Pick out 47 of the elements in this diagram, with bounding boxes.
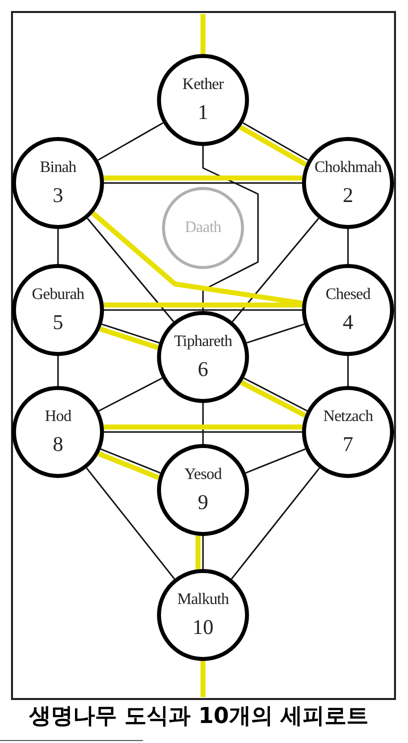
- connector-line: [57, 229, 59, 264]
- connector-line: [202, 536, 204, 569]
- sephirah-number: 1: [198, 98, 208, 126]
- sephirah-name: Geburah: [32, 284, 84, 305]
- lightning-path-line: [200, 661, 206, 697]
- connector-line: [98, 122, 164, 161]
- sephirah-name: Chesed: [326, 284, 370, 305]
- sephirah-name: Tiphareth: [174, 332, 232, 352]
- connector-line: [104, 182, 302, 184]
- connector-line: [57, 356, 59, 386]
- connector-line: [86, 218, 174, 322]
- lightning-path-line: [238, 124, 308, 167]
- sephirah-name: Yesod: [184, 464, 222, 485]
- sephirah-name: Malkuth: [177, 590, 229, 610]
- lightning-path-line: [104, 176, 302, 180]
- lightning-path-line: [200, 14, 206, 54]
- sephirah-number: 3: [52, 182, 64, 208]
- lightning-path-line: [104, 424, 302, 430]
- connector-line: [104, 309, 302, 311]
- connector-line: [242, 122, 308, 161]
- connector-line: [347, 356, 349, 386]
- connector-line: [104, 431, 302, 433]
- sephirah-number: 9: [198, 488, 208, 516]
- sephirah-number: 10: [192, 614, 214, 640]
- connector-line: [232, 218, 320, 322]
- connector-line: [230, 468, 320, 580]
- caption: 생명나무 도식과 10개의 세피로트: [29, 706, 369, 728]
- connector-line: [86, 468, 176, 580]
- connector-line: [244, 377, 308, 412]
- connector-line: [202, 403, 204, 444]
- sephirah-number: 7: [342, 430, 354, 458]
- lightning-path-line: [99, 326, 159, 350]
- sephirah-name: Binah: [40, 158, 76, 178]
- sephirah-name: Hod: [44, 406, 72, 427]
- connector-line: [347, 229, 349, 264]
- sephirah-number: 6: [198, 356, 208, 382]
- connector-line: [98, 377, 162, 412]
- connector-line: [202, 146, 259, 311]
- sephirah-name: Netzach: [323, 406, 373, 427]
- lightning-path-line: [196, 536, 200, 570]
- sephirah-name: Kether: [182, 74, 224, 95]
- sephirah-name: Chokhmah: [314, 158, 382, 178]
- sephirah-number: 2: [342, 182, 354, 208]
- lightning-path-line: [104, 302, 302, 308]
- sephirah-number: 5: [52, 308, 64, 336]
- sephirah-number: 8: [52, 430, 64, 458]
- sephirah-number: 4: [342, 308, 354, 336]
